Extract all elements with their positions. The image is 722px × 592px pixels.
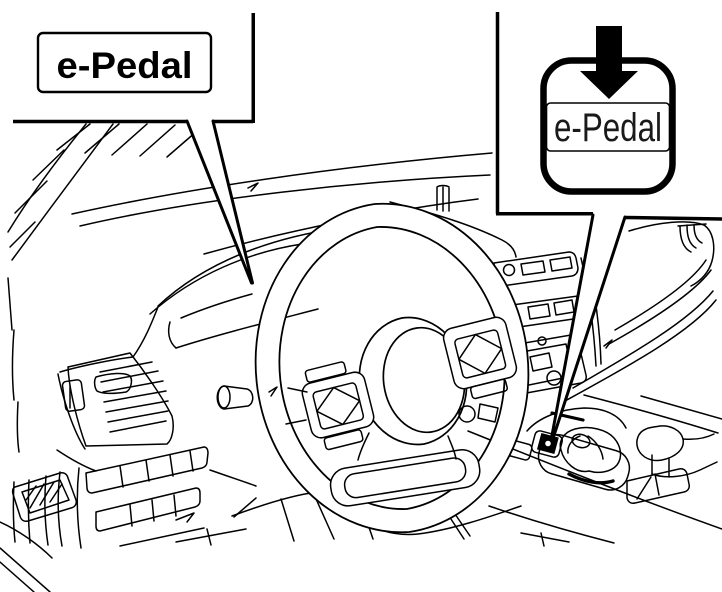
cluster-callout-label: e-Pedal: [57, 45, 193, 86]
gear-shifter: [537, 426, 631, 491]
instrument-cluster: [132, 223, 389, 358]
e-pedal-switch[interactable]: [536, 432, 559, 455]
steering-wheel: [254, 202, 530, 534]
down-arrow-icon: [580, 26, 638, 99]
left-air-vent: [57, 352, 174, 450]
cup-holder: [636, 425, 718, 478]
switch-badge-label: e-Pedal: [554, 106, 662, 150]
door-vent: [11, 472, 77, 522]
switch-strips: [85, 446, 209, 532]
turn-signal-stalk: [216, 385, 254, 410]
callout-switch: e-Pedal: [495, 12, 722, 442]
left-spoke-buttons: [301, 361, 375, 451]
center-console: [467, 394, 722, 547]
a-pillar: [7, 123, 114, 331]
callout-cluster: e-Pedal: [13, 13, 255, 285]
door-panel: [0, 329, 82, 592]
wheel-rim: [254, 202, 530, 534]
windshield-hatching: [9, 123, 198, 248]
passenger-dashboard: [564, 221, 717, 402]
e-pedal-switch-badge: e-Pedal: [540, 26, 676, 195]
bottom-spoke: [329, 449, 481, 507]
console-switch-panel: [626, 468, 690, 504]
lower-dashboard: [56, 449, 522, 547]
callout-box-cluster: [36, 31, 213, 94]
right-spoke-buttons: [442, 316, 518, 400]
